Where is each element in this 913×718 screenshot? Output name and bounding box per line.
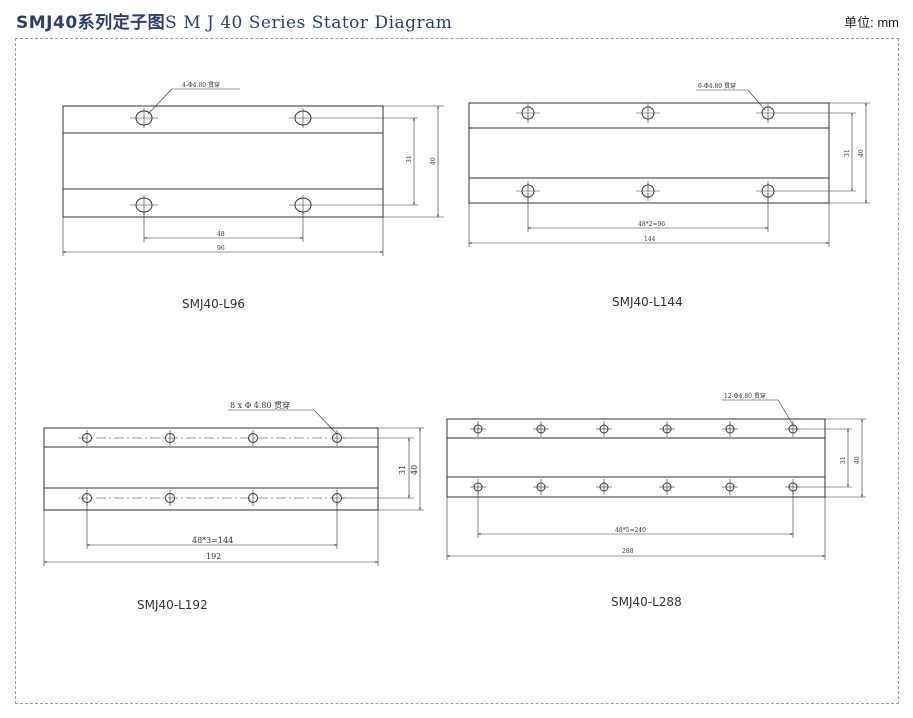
outer-dim-l144: 40 (858, 149, 865, 157)
hole-note-l192: 8 x Φ 4.80 贯穿 (230, 400, 290, 410)
drawing-l288: 12-Φ4.80 贯穿 31 40 48*5=240 288 SMJ40-L28… (446, 392, 866, 609)
length-dim-l288: 288 (622, 548, 634, 555)
pitch-dim-l144: 48*2=96 (638, 221, 665, 228)
length-dim-l192: 192 (206, 552, 221, 561)
pitch-dim-l288: 48*5=240 (615, 527, 646, 534)
diagram-frame (15, 38, 899, 704)
mount-holes-l96 (130, 108, 317, 215)
stator-body-l96 (62, 105, 384, 218)
drawing-l144: 6-Φ4.80 贯穿 31 40 48*2=96 144 SMJ40-L144 (468, 82, 870, 309)
hole-note-l144: 6-Φ4.80 贯穿 (698, 82, 736, 90)
inner-dim-l192: 31 (398, 465, 407, 475)
title-cn: SMJ40系列定子图 (16, 13, 166, 33)
outer-dim-l192: 40 (410, 465, 419, 475)
model-label-l192: SMJ40-L192 (137, 598, 208, 612)
model-label-l288: SMJ40-L288 (611, 595, 682, 609)
unit-label: 单位: mm (844, 15, 899, 30)
pitch-dim-l192: 48*3=144 (192, 536, 233, 545)
model-label-l96: SMJ40-L96 (182, 297, 245, 311)
hole-note-l96: 4-Φ4.80 贯穿 (182, 81, 220, 89)
model-label-l144: SMJ40-L144 (612, 295, 683, 309)
drawing-l192: 8 x Φ 4.80 贯穿 31 40 48*3=144 192 SMJ40-L… (43, 400, 424, 612)
pitch-dim-l96: 48 (217, 231, 225, 238)
mount-holes-l144 (516, 103, 780, 201)
length-dim-l96: 96 (217, 245, 225, 252)
inner-dim-l96: 31 (406, 155, 413, 163)
outer-dim-l96: 40 (430, 157, 437, 165)
inner-dim-l144: 31 (844, 149, 851, 157)
stator-body-l144 (468, 102, 830, 204)
inner-dim-l288: 31 (840, 456, 847, 464)
outer-dim-l288: 40 (854, 456, 861, 464)
stator-body-l192 (43, 427, 379, 511)
page-title: SMJ40系列定子图S M J 40 Series Stator Diagram (16, 8, 452, 33)
title-en: S M J 40 Series Stator Diagram (165, 13, 453, 33)
mount-holes-l288 (470, 421, 801, 495)
mount-holes-l192 (82, 430, 342, 506)
drawing-l96: 4-Φ4.80 贯穿 31 40 48 96 SMJ40-L96 (62, 81, 444, 311)
length-dim-l144: 144 (644, 236, 656, 243)
stator-body-l288 (446, 418, 826, 498)
hole-note-l288: 12-Φ4.80 贯穿 (724, 392, 766, 400)
